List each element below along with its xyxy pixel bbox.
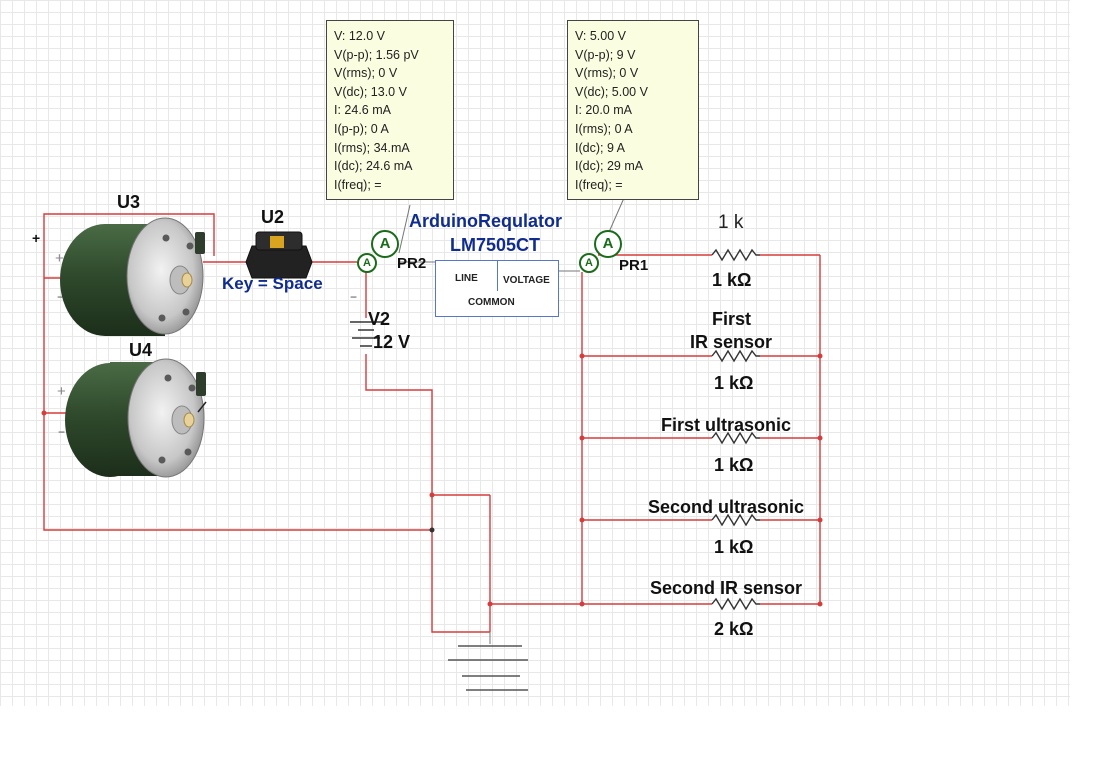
ammeter-left-small-icon[interactable]: A bbox=[357, 253, 377, 273]
probe-right-line: I(rms); 0 A bbox=[575, 121, 633, 136]
resistor-zigzags bbox=[711, 248, 760, 611]
motor-u3-icon bbox=[60, 217, 205, 336]
regulator-title: ArduinoRequlator bbox=[409, 211, 562, 231]
ammeter-right-icon[interactable]: A bbox=[594, 230, 622, 258]
regulator-pin-common: COMMON bbox=[468, 297, 515, 308]
schematic-canvas bbox=[0, 0, 1070, 706]
battery-icon bbox=[350, 321, 382, 347]
ammeter-left-icon[interactable]: A bbox=[371, 230, 399, 258]
ammeter-right-small-icon[interactable]: A bbox=[579, 253, 599, 273]
ir1-label-line2: IR sensor bbox=[690, 332, 773, 352]
probe-right-line: I(dc); 9 A bbox=[575, 140, 626, 155]
switch-label: U2 bbox=[261, 207, 285, 227]
probe-left-line: V(p-p); 1.56 pV bbox=[334, 47, 419, 62]
minus-sign: − bbox=[350, 290, 358, 304]
probe-right-line: I(freq); = bbox=[575, 177, 623, 192]
ir1-label-line1: First bbox=[712, 309, 752, 329]
resistor-1-value: 1 kΩ bbox=[712, 270, 752, 290]
resistor-5-value: 2 kΩ bbox=[714, 619, 754, 639]
probe-left-line: V(dc); 13.0 V bbox=[334, 84, 407, 99]
motor-u4-label: U4 bbox=[129, 340, 153, 360]
probe-right-readout: V: 5.00 V V(p-p); 9 V V(rms); 0 V V(dc);… bbox=[567, 20, 699, 200]
switch-key-label: Key = Space bbox=[222, 274, 323, 293]
plus-sign: + bbox=[32, 230, 41, 246]
probe-right-line: I(dc); 29 mA bbox=[575, 159, 644, 174]
motor-u3-label: U3 bbox=[117, 192, 141, 212]
regulator-pin-line: LINE bbox=[455, 273, 478, 284]
probe-left-line: V(rms); 0 V bbox=[334, 66, 398, 81]
probe-left-line: I(rms); 34.mA bbox=[334, 140, 410, 155]
ir2-label: Second IR sensor bbox=[650, 578, 803, 598]
key-switch-icon bbox=[245, 231, 313, 279]
resistor-top-label: 1 k bbox=[718, 212, 744, 233]
plus-sign: + bbox=[57, 383, 66, 400]
ultrasonic2-label: Second ultrasonic bbox=[648, 497, 805, 517]
probe-left-line: I(dc); 24.6 mA bbox=[334, 159, 413, 174]
probe-right-line: V(rms); 0 V bbox=[575, 66, 639, 81]
junction-dot-black bbox=[429, 527, 435, 533]
battery-name: V2 bbox=[368, 309, 391, 329]
probe-left-line: I: 24.6 mA bbox=[334, 103, 391, 118]
resistor-2-value: 1 kΩ bbox=[714, 373, 754, 393]
ground-icon bbox=[448, 645, 528, 691]
motor-u4-icon bbox=[65, 358, 207, 478]
probe-right-line: V(dc); 5.00 V bbox=[575, 84, 648, 99]
probe-right-line: V(p-p); 9 V bbox=[575, 47, 636, 62]
plus-sign: + bbox=[55, 250, 64, 267]
regulator-part: LM7505CT bbox=[450, 235, 541, 255]
probe-left-line: I(freq); = bbox=[334, 177, 382, 192]
probe-left-line: I(p-p); 0 A bbox=[334, 121, 389, 136]
regulator-pin-voltage: VOLTAGE bbox=[503, 275, 550, 286]
minus-sign: − bbox=[57, 290, 65, 304]
probe-pr1-label: PR1 bbox=[619, 257, 649, 274]
ultrasonic1-label: First ultrasonic bbox=[661, 415, 792, 435]
resistor-4-value: 1 kΩ bbox=[714, 537, 754, 557]
probe-left-line: V: 12.0 V bbox=[334, 29, 385, 43]
probe-right-line: I: 20.0 mA bbox=[575, 103, 632, 118]
junction-dots bbox=[41, 353, 823, 607]
probe-pr2-label: PR2 bbox=[397, 255, 427, 272]
battery-value: 12 V bbox=[373, 332, 411, 352]
resistor-3-value: 1 kΩ bbox=[714, 455, 754, 475]
minus-sign: − bbox=[58, 425, 66, 439]
regulator-block[interactable]: LINE VOLTAGE COMMON bbox=[435, 260, 559, 317]
probe-right-line: V: 5.00 V bbox=[575, 29, 626, 43]
probe-left-readout: V: 12.0 V V(p-p); 1.56 pV V(rms); 0 V V(… bbox=[326, 20, 454, 200]
connector-lines bbox=[398, 197, 625, 644]
